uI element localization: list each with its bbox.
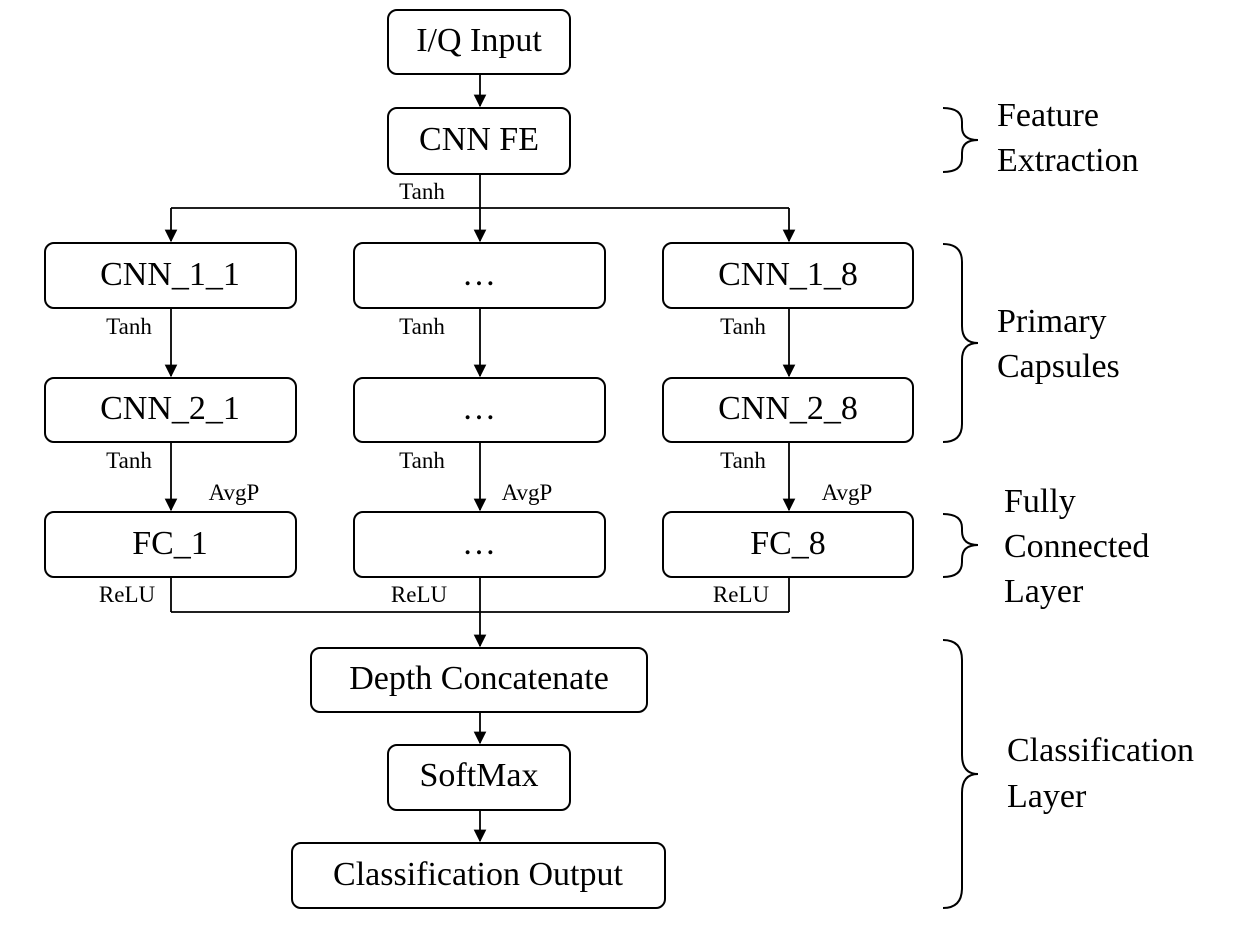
- group-braces: [942, 107, 979, 909]
- node-fc-1-label: FC_1: [132, 525, 208, 562]
- node-fc-8: FC_8: [662, 511, 914, 578]
- primary-capsules-label: Primary Capsules: [997, 303, 1120, 385]
- tanh-after-fe: Tanh: [399, 179, 445, 204]
- feature-extraction-line-2: Extraction: [997, 142, 1139, 179]
- classification-line-1: Classification: [1007, 732, 1194, 769]
- brace-classification: [942, 639, 979, 909]
- node-fc-mid: …: [353, 511, 606, 578]
- brace-fully-connected: [942, 513, 979, 578]
- tanh-row2-left: Tanh: [106, 448, 152, 473]
- brace-feature-extraction: [942, 107, 979, 173]
- tanh-row2-mid: Tanh: [399, 448, 445, 473]
- classification-line-2: Layer: [1007, 778, 1087, 815]
- brace-primary-capsules: [942, 243, 979, 443]
- node-cnn-2-8-label: CNN_2_8: [718, 390, 858, 427]
- node-fc-1: FC_1: [44, 511, 297, 578]
- node-cnn-fe-label: CNN FE: [419, 121, 539, 158]
- node-cnn-2-1-label: CNN_2_1: [100, 390, 240, 427]
- group-labels: Feature Extraction Primary Capsules Full…: [997, 97, 1202, 815]
- node-softmax-label: SoftMax: [420, 757, 539, 794]
- primary-capsules-line-2: Capsules: [997, 348, 1120, 385]
- node-cnn-2-mid: …: [353, 377, 606, 443]
- activation-labels: Tanh Tanh Tanh Tanh Tanh Tanh Tanh AvgP …: [99, 179, 872, 607]
- primary-capsules-line-1: Primary: [997, 303, 1107, 340]
- node-cnn-2-8: CNN_2_8: [662, 377, 914, 443]
- node-cnn-2-1: CNN_2_1: [44, 377, 297, 443]
- node-cnn-1-mid-label: …: [462, 256, 496, 293]
- node-fc-mid-label: …: [462, 525, 496, 562]
- node-classification-output: Classification Output: [291, 842, 666, 909]
- node-cnn-1-1-label: CNN_1_1: [100, 256, 240, 293]
- fully-connected-line-2: Connected: [1004, 528, 1149, 565]
- node-cnn-fe: CNN FE: [387, 107, 571, 175]
- relu-mid: ReLU: [391, 582, 448, 607]
- connectors: [164, 74, 796, 843]
- classification-label: Classification Layer: [1007, 732, 1202, 815]
- tanh-row1-mid: Tanh: [399, 314, 445, 339]
- node-cnn-1-1: CNN_1_1: [44, 242, 297, 309]
- node-cnn-1-8-label: CNN_1_8: [718, 256, 858, 293]
- node-depth-concatenate: Depth Concatenate: [310, 647, 648, 713]
- avgp-mid: AvgP: [502, 480, 553, 505]
- node-cnn-1-8: CNN_1_8: [662, 242, 914, 309]
- node-cnn-2-mid-label: …: [462, 390, 496, 427]
- node-depth-concatenate-label: Depth Concatenate: [349, 660, 609, 697]
- node-input-label: I/Q Input: [416, 22, 542, 59]
- node-input: I/Q Input: [387, 9, 571, 75]
- fully-connected-line-3: Layer: [1004, 573, 1084, 610]
- node-classification-output-label: Classification Output: [333, 856, 623, 893]
- fully-connected-line-1: Fully: [1004, 483, 1076, 520]
- node-fc-8-label: FC_8: [750, 525, 826, 562]
- node-softmax: SoftMax: [387, 744, 571, 811]
- tanh-row1-left: Tanh: [106, 314, 152, 339]
- avgp-right: AvgP: [822, 480, 873, 505]
- tanh-row1-right: Tanh: [720, 314, 766, 339]
- node-cnn-1-mid: …: [353, 242, 606, 309]
- feature-extraction-line-1: Feature: [997, 97, 1099, 134]
- tanh-row2-right: Tanh: [720, 448, 766, 473]
- feature-extraction-label: Feature Extraction: [997, 97, 1139, 179]
- fully-connected-label: Fully Connected Layer: [1004, 483, 1158, 610]
- relu-right: ReLU: [713, 582, 770, 607]
- relu-left: ReLU: [99, 582, 156, 607]
- avgp-left: AvgP: [209, 480, 260, 505]
